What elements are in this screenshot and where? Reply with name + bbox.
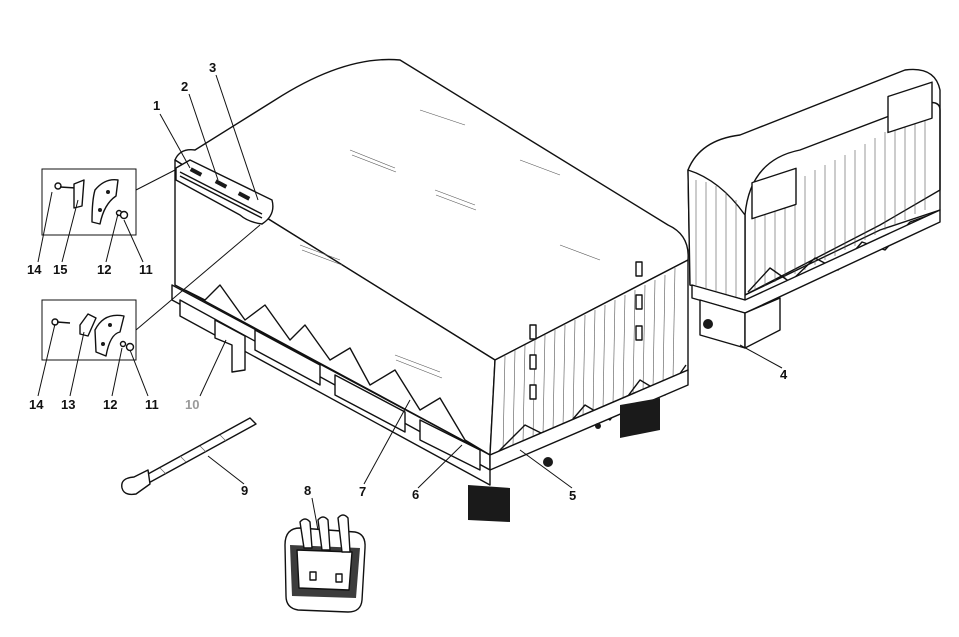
callout-4: 4 — [780, 367, 788, 382]
callout-2: 2 — [181, 79, 188, 94]
plate-icon — [73, 179, 85, 209]
nut-icon — [125, 342, 135, 352]
trailer-front-hatching — [695, 180, 737, 297]
trailer-tarpaulin — [687, 68, 941, 349]
trailer-window-rear — [887, 81, 933, 134]
callout-12-bottom: 12 — [103, 397, 117, 412]
callout-6: 6 — [412, 487, 419, 502]
callout-1: 1 — [153, 98, 160, 113]
front-flap-straps — [529, 261, 643, 400]
callout-14-top: 14 — [27, 262, 42, 277]
bolt-icon — [54, 182, 77, 190]
washer-icon — [119, 340, 127, 348]
main-truck-tarpaulin — [171, 58, 689, 522]
roof-shading — [299, 109, 601, 379]
callout-13: 13 — [61, 397, 75, 412]
bag-part-8 — [284, 514, 366, 613]
trailer-window-front — [751, 167, 797, 220]
strap-part-9 — [121, 417, 257, 496]
nut-icon — [119, 210, 129, 220]
clamp-icon — [94, 314, 125, 357]
leader-lines — [37, 74, 783, 531]
callout-15: 15 — [53, 262, 67, 277]
callout-10: 10 — [185, 397, 199, 412]
trailer-side-hatching — [754, 110, 926, 290]
callout-14-bottom: 14 — [29, 397, 44, 412]
callout-11-bottom: 11 — [145, 397, 159, 412]
callout-11-top: 11 — [139, 262, 153, 277]
callout-5: 5 — [569, 488, 576, 503]
callout-3: 3 — [209, 60, 216, 75]
callout-7: 7 — [359, 484, 366, 499]
roll-bundle-1-2-3 — [175, 159, 274, 225]
front-face-hatching — [502, 267, 676, 451]
callout-8: 8 — [304, 483, 311, 498]
clamp-icon — [91, 179, 119, 225]
mud-flap-right — [620, 398, 660, 438]
bracket-icon — [79, 313, 97, 337]
mud-flap-left — [468, 485, 510, 522]
callout-12-top: 12 — [97, 262, 111, 277]
detail-box-fastener-a — [41, 168, 137, 236]
callout-labels: 1 2 3 4 5 6 7 8 9 10 11 11 12 12 13 14 1… — [27, 60, 788, 503]
detail-box-fastener-b — [41, 299, 137, 361]
callout-9: 9 — [241, 483, 248, 498]
